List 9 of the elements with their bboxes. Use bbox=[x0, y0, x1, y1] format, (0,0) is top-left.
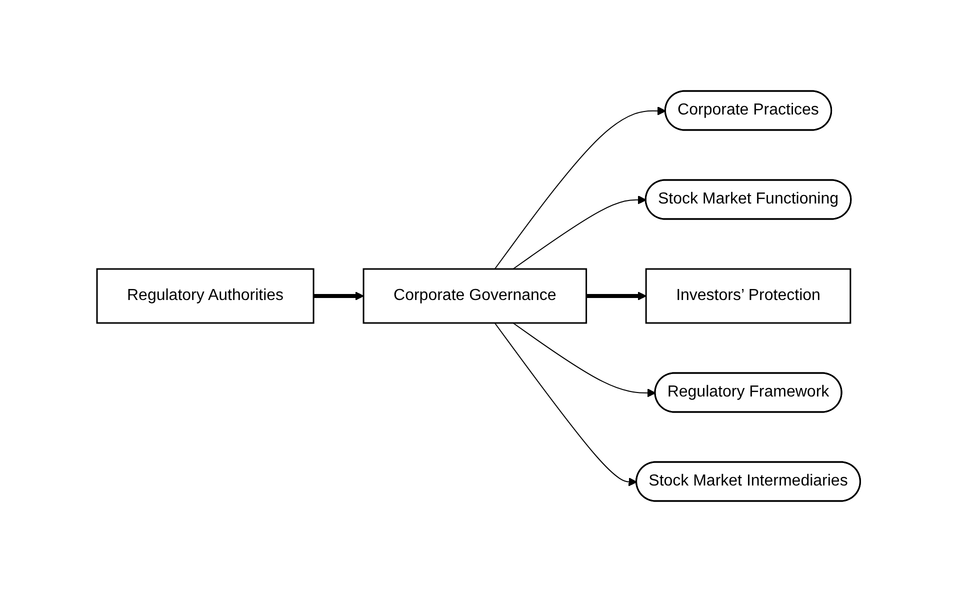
node-box: Corporate Governance bbox=[362, 268, 587, 324]
arrow bbox=[512, 195, 646, 270]
arrow bbox=[494, 106, 666, 270]
node-box: Regulatory Authorities bbox=[96, 268, 314, 324]
node-box: Investors’ Protection bbox=[645, 268, 852, 324]
arrow bbox=[313, 292, 364, 300]
arrow bbox=[512, 322, 656, 398]
arrow bbox=[586, 292, 646, 300]
arrow bbox=[494, 322, 638, 486]
